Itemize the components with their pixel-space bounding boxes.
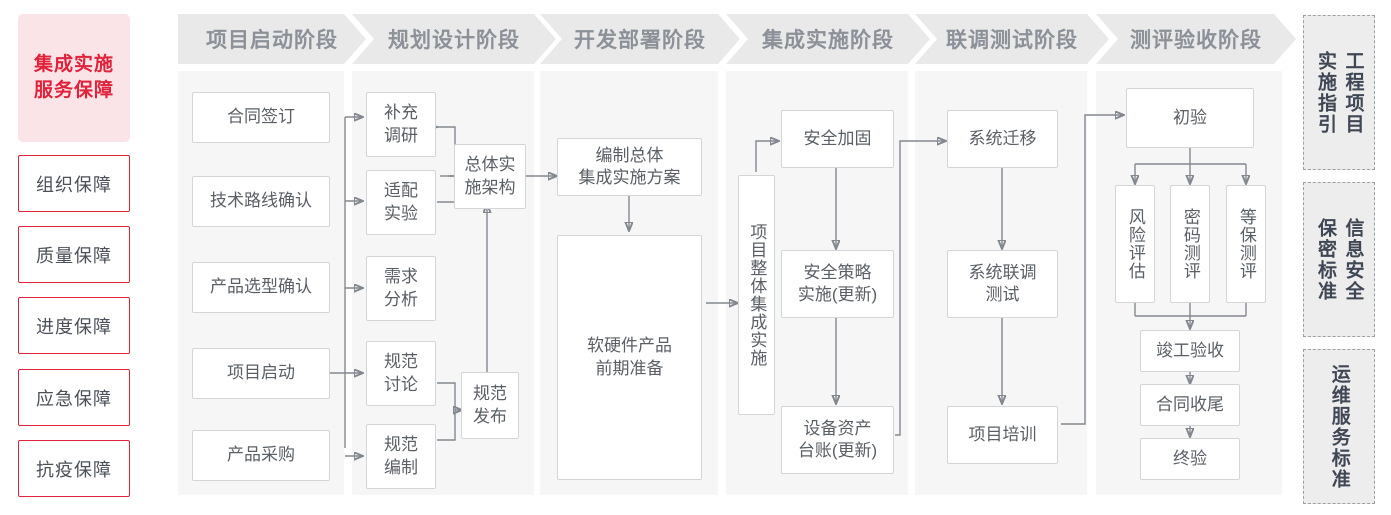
task-box[interactable]: 终验 xyxy=(1140,438,1240,480)
phase-header-1[interactable]: 项目启动阶段 xyxy=(178,14,366,64)
task-label: 密码测评 xyxy=(1180,208,1200,280)
task-label: 软硬件产品前期准备 xyxy=(587,336,672,378)
sidebar-item-emergency[interactable]: 应急保障 xyxy=(18,369,130,426)
sidebar-item-epidemic[interactable]: 抗疫保障 xyxy=(18,440,130,497)
task-box[interactable]: 等保测评 xyxy=(1226,185,1266,303)
task-label: 安全策略实施(更新) xyxy=(797,262,878,304)
phase-header-3[interactable]: 开发部署阶段 xyxy=(540,14,740,64)
sidebar-item-label: 进度保障 xyxy=(36,316,112,337)
phase-header-label: 测评验收阶段 xyxy=(1130,29,1262,52)
phase-header-label: 集成实施阶段 xyxy=(762,29,894,52)
sidebar-item-schedule[interactable]: 进度保障 xyxy=(18,297,130,354)
sidebar-item-label: 抗疫保障 xyxy=(36,459,112,480)
task-box[interactable]: 规范编制 xyxy=(366,424,436,489)
task-label: 技术路线确认 xyxy=(210,191,312,211)
task-box[interactable]: 竣工验收 xyxy=(1140,330,1240,372)
task-label: 总体实施架构 xyxy=(464,155,516,197)
task-label: 项目启动 xyxy=(227,363,295,383)
lead-card: 集成实施 服务保障 xyxy=(18,14,130,142)
lead-card-line2: 服务保障 xyxy=(33,80,114,101)
sidebar-item-label: 组织保障 xyxy=(36,174,112,195)
phase-header-6[interactable]: 测评验收阶段 xyxy=(1096,14,1296,64)
task-label: 系统迁移 xyxy=(968,128,1037,148)
task-box[interactable]: 合同签订 xyxy=(192,92,330,143)
standard-card-ops[interactable]: 运维服务标准 xyxy=(1303,349,1375,504)
sidebar-item-quality[interactable]: 质量保障 xyxy=(18,226,130,283)
task-label: 设备资产台账(更新) xyxy=(797,418,878,460)
task-label: 编制总体集成实施方案 xyxy=(578,145,681,187)
task-box[interactable]: 技术路线确认 xyxy=(192,176,330,227)
task-box[interactable]: 合同收尾 xyxy=(1140,384,1240,426)
task-label: 适配实验 xyxy=(384,181,418,223)
phase-header-label: 联调测试阶段 xyxy=(946,29,1078,52)
task-box[interactable]: 设备资产台账(更新) xyxy=(781,406,894,474)
task-box[interactable]: 补充调研 xyxy=(366,92,436,157)
task-label: 产品选型确认 xyxy=(210,277,312,297)
phase-header-4[interactable]: 集成实施阶段 xyxy=(726,14,930,64)
task-box[interactable]: 安全策略实施(更新) xyxy=(781,250,894,318)
task-label: 项目整体集成实施 xyxy=(747,223,767,367)
task-box[interactable]: 编制总体集成实施方案 xyxy=(557,138,702,196)
task-box[interactable]: 风险评估 xyxy=(1115,185,1155,303)
task-label: 规范发布 xyxy=(473,384,507,426)
phase-header-2[interactable]: 规划设计阶段 xyxy=(352,14,556,64)
task-box[interactable]: 产品采购 xyxy=(192,430,330,481)
task-label: 初验 xyxy=(1173,107,1207,127)
task-box[interactable]: 项目培训 xyxy=(947,406,1058,464)
task-box[interactable]: 初验 xyxy=(1126,88,1254,148)
task-box[interactable]: 需求分析 xyxy=(366,256,436,321)
task-label: 等保测评 xyxy=(1236,208,1256,280)
task-label: 补充调研 xyxy=(384,103,418,145)
task-label: 终验 xyxy=(1173,448,1207,468)
task-label: 竣工验收 xyxy=(1156,340,1224,360)
lead-card-line1: 集成实施 xyxy=(33,54,114,76)
phase-header-5[interactable]: 联调测试阶段 xyxy=(915,14,1109,64)
lead-card-text: 集成实施 服务保障 xyxy=(34,52,114,103)
task-label: 风险评估 xyxy=(1125,208,1145,280)
task-box[interactable]: 规范讨论 xyxy=(366,341,436,406)
task-box[interactable]: 产品选型确认 xyxy=(192,262,330,313)
phase-header-label: 项目启动阶段 xyxy=(206,29,338,52)
phase-header-label: 开发部署阶段 xyxy=(574,29,706,52)
task-box[interactable]: 软硬件产品前期准备 xyxy=(557,235,702,480)
task-label: 规范编制 xyxy=(384,435,418,477)
task-box[interactable]: 系统联调测试 xyxy=(947,250,1058,318)
task-box[interactable]: 安全加固 xyxy=(781,110,894,168)
task-box[interactable]: 系统迁移 xyxy=(947,110,1058,168)
task-box[interactable]: 项目整体集成实施 xyxy=(738,175,775,415)
standard-card-engineering[interactable]: 工程项目实施指引 xyxy=(1303,15,1375,170)
task-label: 规范讨论 xyxy=(384,352,418,394)
sidebar-item-label: 应急保障 xyxy=(36,388,112,409)
task-label: 系统联调测试 xyxy=(968,262,1037,304)
task-label: 合同签订 xyxy=(227,107,295,127)
task-box[interactable]: 总体实施架构 xyxy=(454,144,526,209)
task-label: 合同收尾 xyxy=(1156,394,1224,414)
phase-header-label: 规划设计阶段 xyxy=(388,29,520,52)
task-box[interactable]: 密码测评 xyxy=(1170,185,1210,303)
standard-card-label: 工程项目实施指引 xyxy=(1315,50,1364,135)
task-label: 项目培训 xyxy=(968,424,1037,444)
task-label: 产品采购 xyxy=(227,445,295,465)
task-label: 需求分析 xyxy=(384,267,418,309)
task-box[interactable]: 项目启动 xyxy=(192,348,330,399)
sidebar-item-organization[interactable]: 组织保障 xyxy=(18,155,130,212)
task-box[interactable]: 规范发布 xyxy=(461,372,519,439)
sidebar-item-label: 质量保障 xyxy=(36,245,112,266)
standard-card-label: 运维服务标准 xyxy=(1328,363,1350,490)
task-box[interactable]: 适配实验 xyxy=(366,170,436,235)
standard-card-label: 信息安全保密标准 xyxy=(1315,217,1364,302)
task-label: 安全加固 xyxy=(803,128,872,148)
standard-card-security[interactable]: 信息安全保密标准 xyxy=(1303,182,1375,337)
